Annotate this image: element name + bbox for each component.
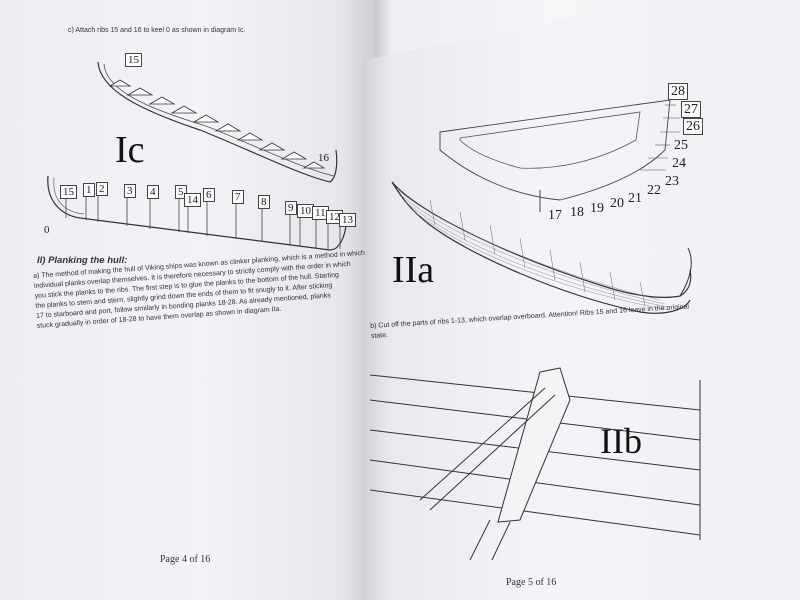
- section-heading: II) Planking the hull:: [37, 255, 128, 266]
- keel-label: 13: [339, 213, 356, 227]
- plank-label: 23: [665, 174, 679, 189]
- plank-label: 22: [647, 183, 661, 198]
- keel-label: 6: [203, 188, 215, 202]
- plank-label: 26: [683, 118, 703, 135]
- keel-label: 4: [147, 185, 159, 199]
- left-page-footer: Page 4 of 16: [160, 554, 211, 565]
- plank-label: 20: [610, 196, 624, 211]
- keel-label: 2: [96, 182, 108, 196]
- keel-label: 15: [60, 185, 77, 199]
- keel-label: 5: [175, 185, 187, 199]
- step-c-text: c) Attach ribs 15 and 16 to keel 0 as sh…: [68, 27, 246, 34]
- rib-label-15-top: 15: [125, 53, 142, 67]
- plank-label: 24: [672, 156, 686, 171]
- diagram-iib-label: IIb: [600, 421, 642, 461]
- right-page-footer: Page 5 of 16: [506, 577, 557, 588]
- plank-label: 28: [668, 83, 688, 100]
- plank-label: 21: [628, 191, 642, 206]
- keel-label: 8: [258, 195, 270, 209]
- keel-zero-label: 0: [44, 224, 50, 236]
- keel-label: 11: [312, 206, 329, 220]
- plank-label: 27: [681, 101, 701, 118]
- diagram-iia-label: IIa: [392, 249, 435, 291]
- keel-label: 3: [124, 184, 136, 198]
- diagram-ic-label: Ic: [115, 129, 145, 171]
- keel-label: 1: [83, 183, 95, 197]
- plank-label: 19: [590, 201, 604, 216]
- keel-label: 9: [285, 201, 297, 215]
- keel-label: 12: [326, 210, 343, 224]
- left-page: [0, 0, 370, 600]
- keel-label: 7: [232, 190, 244, 204]
- right-page: [362, 0, 800, 600]
- rib-label-16-top: 16: [318, 152, 329, 164]
- plank-label: 18: [570, 205, 584, 220]
- plank-label: 25: [674, 138, 688, 153]
- plank-label: 17: [548, 208, 562, 223]
- keel-label: 14: [184, 193, 201, 207]
